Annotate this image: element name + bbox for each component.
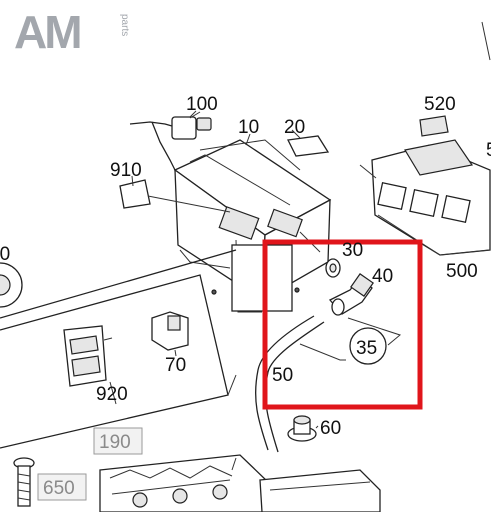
label-650-box bbox=[37, 473, 87, 501]
brand-logo: AM parts bbox=[14, 6, 130, 58]
battery-unit-drawing bbox=[173, 139, 332, 313]
part-number-40: 40 bbox=[372, 266, 393, 287]
part-number-920: 920 bbox=[96, 384, 128, 405]
part-number-650: 650 bbox=[43, 478, 75, 499]
part-number-500: 500 bbox=[446, 261, 478, 282]
callout-circle-35 bbox=[349, 327, 387, 365]
frame-lines bbox=[0, 249, 237, 449]
bracket-70-drawing bbox=[151, 311, 189, 351]
part-number-30: 30 bbox=[342, 240, 363, 261]
part-number-520: 520 bbox=[424, 94, 456, 115]
highlight-box bbox=[262, 239, 423, 410]
part-number-190: 190 bbox=[99, 432, 131, 453]
part-number-35: 35 bbox=[356, 338, 377, 359]
leader-lines bbox=[109, 110, 402, 429]
logo-sub-text: parts bbox=[119, 14, 130, 36]
part-number-20: 20 bbox=[284, 117, 305, 138]
part-number-edge-60: 60 bbox=[0, 244, 10, 265]
logo-main-text: AM bbox=[14, 6, 80, 58]
engine-drawing bbox=[99, 454, 381, 512]
part-number-50: 50 bbox=[272, 365, 293, 386]
plate-20-drawing bbox=[287, 129, 330, 157]
label-190-box bbox=[93, 427, 143, 455]
label-910-drawing bbox=[119, 175, 231, 213]
clip-920-drawing bbox=[63, 325, 113, 387]
part-number-910: 910 bbox=[110, 160, 142, 181]
grommet-60-drawing bbox=[287, 415, 317, 442]
part-number-100: 100 bbox=[186, 94, 218, 115]
part-number-10: 10 bbox=[238, 117, 259, 138]
part-number-60: 60 bbox=[320, 418, 341, 439]
fan-part-drawing bbox=[0, 262, 23, 308]
hose-50-drawing bbox=[254, 315, 325, 453]
part-number-70: 70 bbox=[165, 355, 186, 376]
part-number-edge-fragment: 5 bbox=[486, 140, 491, 161]
sensor-100-drawing bbox=[129, 111, 212, 171]
bolt-650-drawing bbox=[13, 457, 35, 507]
connector-40-drawing bbox=[328, 273, 374, 316]
module-500-drawing bbox=[359, 21, 491, 256]
fitting-30-drawing bbox=[299, 231, 341, 278]
